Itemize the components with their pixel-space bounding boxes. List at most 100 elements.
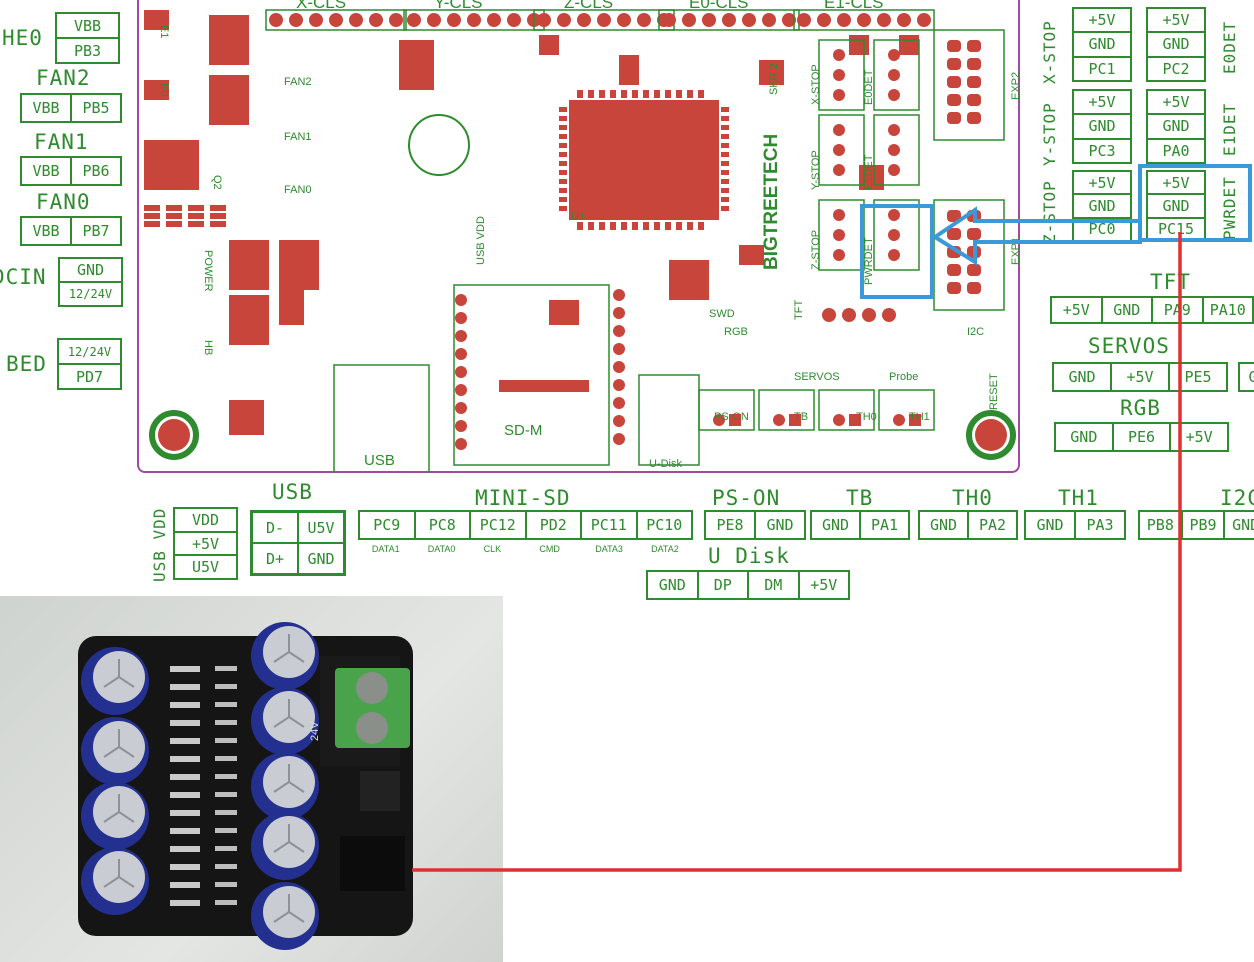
component-pad: [669, 260, 709, 300]
tft-pin: PA10: [1201, 298, 1253, 322]
signal-wire: [412, 232, 1182, 872]
usb-vdd-pin: VDD: [191, 510, 220, 529]
silkscreen-label: Z-STOP: [810, 230, 822, 270]
th0-pin-box: GND PA2: [918, 510, 1018, 540]
silkscreen-label: FAN0: [284, 184, 312, 196]
sd-signal-label: CLK: [483, 544, 502, 554]
x-stop-pin: +5V: [1088, 11, 1116, 30]
servos-pin: PE5: [1168, 364, 1226, 390]
udisk-connector: [638, 374, 700, 466]
mini-sd-pin: PC10: [635, 512, 692, 538]
usb-vdd-pin: U5V: [175, 554, 236, 578]
silkscreen-label: Q2: [211, 175, 223, 190]
pwrdet-pin-highlight: [1138, 164, 1252, 242]
i2c-label: I2C: [1220, 486, 1254, 510]
silkscreen-label: SWD: [709, 308, 735, 320]
u-disk-pin: +5V: [797, 572, 849, 598]
z-stop-pin: PC0: [1074, 216, 1130, 240]
he0-label: HE0: [2, 26, 43, 50]
servos-pin: GND: [1068, 368, 1096, 386]
silkscreen-label: Probe: [889, 371, 918, 383]
component-pad: [279, 240, 319, 290]
silkscreen-label: I2C: [967, 326, 984, 338]
fan1-label: FAN1: [34, 130, 89, 154]
silkscreen-label: PWRDET: [863, 237, 875, 285]
tft-pin: PA9: [1151, 298, 1202, 322]
fan1-pin: PB6: [70, 158, 120, 184]
dcin-pin: 12/24V: [60, 281, 121, 305]
pwrdet-pin: PC15: [1148, 216, 1204, 240]
screw-terminal: [335, 668, 410, 748]
i2c-pin: GND: [1223, 512, 1254, 538]
mini-sd-pin: PC8: [413, 512, 470, 538]
fan0-pin: VBB: [32, 222, 60, 240]
cls-header-label: Y-CLS: [434, 0, 483, 12]
ps-on-pin: PE8: [716, 516, 744, 534]
component-pad: [549, 300, 579, 325]
u-disk-pin: DP: [696, 572, 748, 598]
silkscreen-label: Y-STOP: [810, 150, 822, 190]
th0-pin: GND: [929, 516, 958, 534]
component-pad: [209, 75, 249, 125]
e1det-pin: +5V: [1162, 93, 1190, 112]
cls-header: [265, 9, 407, 31]
silkscreen-label: BIGTREETECH: [761, 134, 782, 270]
thermistor-connector: [878, 389, 935, 431]
y-stop-pin: GND: [1074, 113, 1130, 137]
usb-vdd-pin: +5V: [175, 530, 236, 555]
cls-header: [793, 9, 935, 31]
silkscreen-label: TFT: [793, 300, 805, 320]
endstop-connector: [873, 114, 920, 186]
tb-label: TB: [846, 486, 874, 510]
jst-connector: [340, 836, 405, 891]
e1det-pin: GND: [1148, 113, 1204, 137]
extra-pin: G: [1248, 368, 1254, 386]
fan1-pin: VBB: [32, 162, 60, 180]
extra-pin-box: G: [1238, 362, 1254, 392]
e1det-pin: PA0: [1148, 137, 1204, 162]
silkscreen-label: E1: [158, 25, 170, 38]
sd-signal-label: DATA0: [427, 544, 456, 554]
component-pad: [759, 60, 784, 85]
component-pad: [399, 40, 434, 90]
i2c-pin: PB8: [1146, 516, 1174, 534]
y-stop-pin: PC3: [1074, 137, 1130, 162]
exp-connector: [933, 29, 1005, 141]
silkscreen-label: U1: [571, 211, 585, 223]
th0-pin: PA2: [967, 512, 1016, 538]
silkscreen-label: SD-M: [504, 422, 542, 439]
thermistor-connector: [818, 389, 875, 431]
sd-socket: [453, 284, 610, 466]
sd-signal-label: DATA2: [651, 544, 679, 554]
mini-sd-pin: PC12: [469, 512, 525, 538]
th1-pin: GND: [1036, 516, 1064, 534]
component-pad: [144, 10, 169, 30]
e0det-pin: +5V: [1162, 11, 1190, 30]
sd-signal-label: DATA3: [595, 544, 623, 554]
usb-pin: D-: [252, 512, 298, 543]
silkscreen-label: USB: [364, 452, 395, 469]
ps-on-label: PS-ON: [712, 486, 781, 510]
silkscreen-label: SERVOS: [794, 371, 840, 383]
silkscreen-label: E0: [158, 83, 170, 96]
u-disk-label: U Disk: [708, 544, 790, 568]
component-pad: [144, 80, 169, 100]
endstop-connector: [873, 39, 920, 111]
usb-label: USB: [272, 480, 313, 504]
mounting-hole: [149, 410, 199, 460]
component-pad: [279, 285, 304, 325]
